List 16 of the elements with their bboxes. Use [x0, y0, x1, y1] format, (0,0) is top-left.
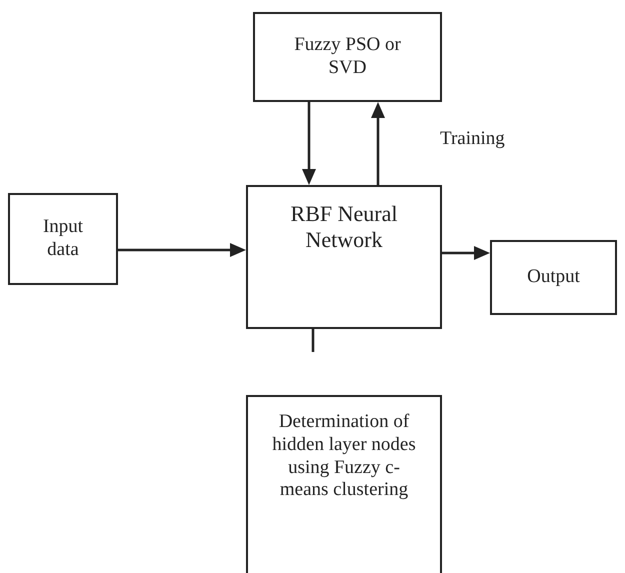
connector-line [312, 329, 314, 352]
arrow [118, 243, 246, 257]
box-text: Fuzzy PSO or SVD [293, 34, 402, 80]
box-text: Output [527, 266, 580, 289]
edge-label: Training [440, 128, 505, 150]
box-text: Input data [42, 216, 84, 262]
process-box [8, 193, 118, 285]
arrow [302, 102, 316, 185]
box-text: Determination of hidden layer nodes using Fuzzy c-means clustering [271, 411, 417, 502]
process-box [253, 12, 442, 102]
box-text: RBF Neural Network [290, 201, 398, 254]
process-box [246, 395, 442, 573]
arrow [442, 246, 490, 260]
process-box [490, 240, 617, 315]
arrow [371, 102, 385, 185]
process-box [246, 185, 442, 329]
